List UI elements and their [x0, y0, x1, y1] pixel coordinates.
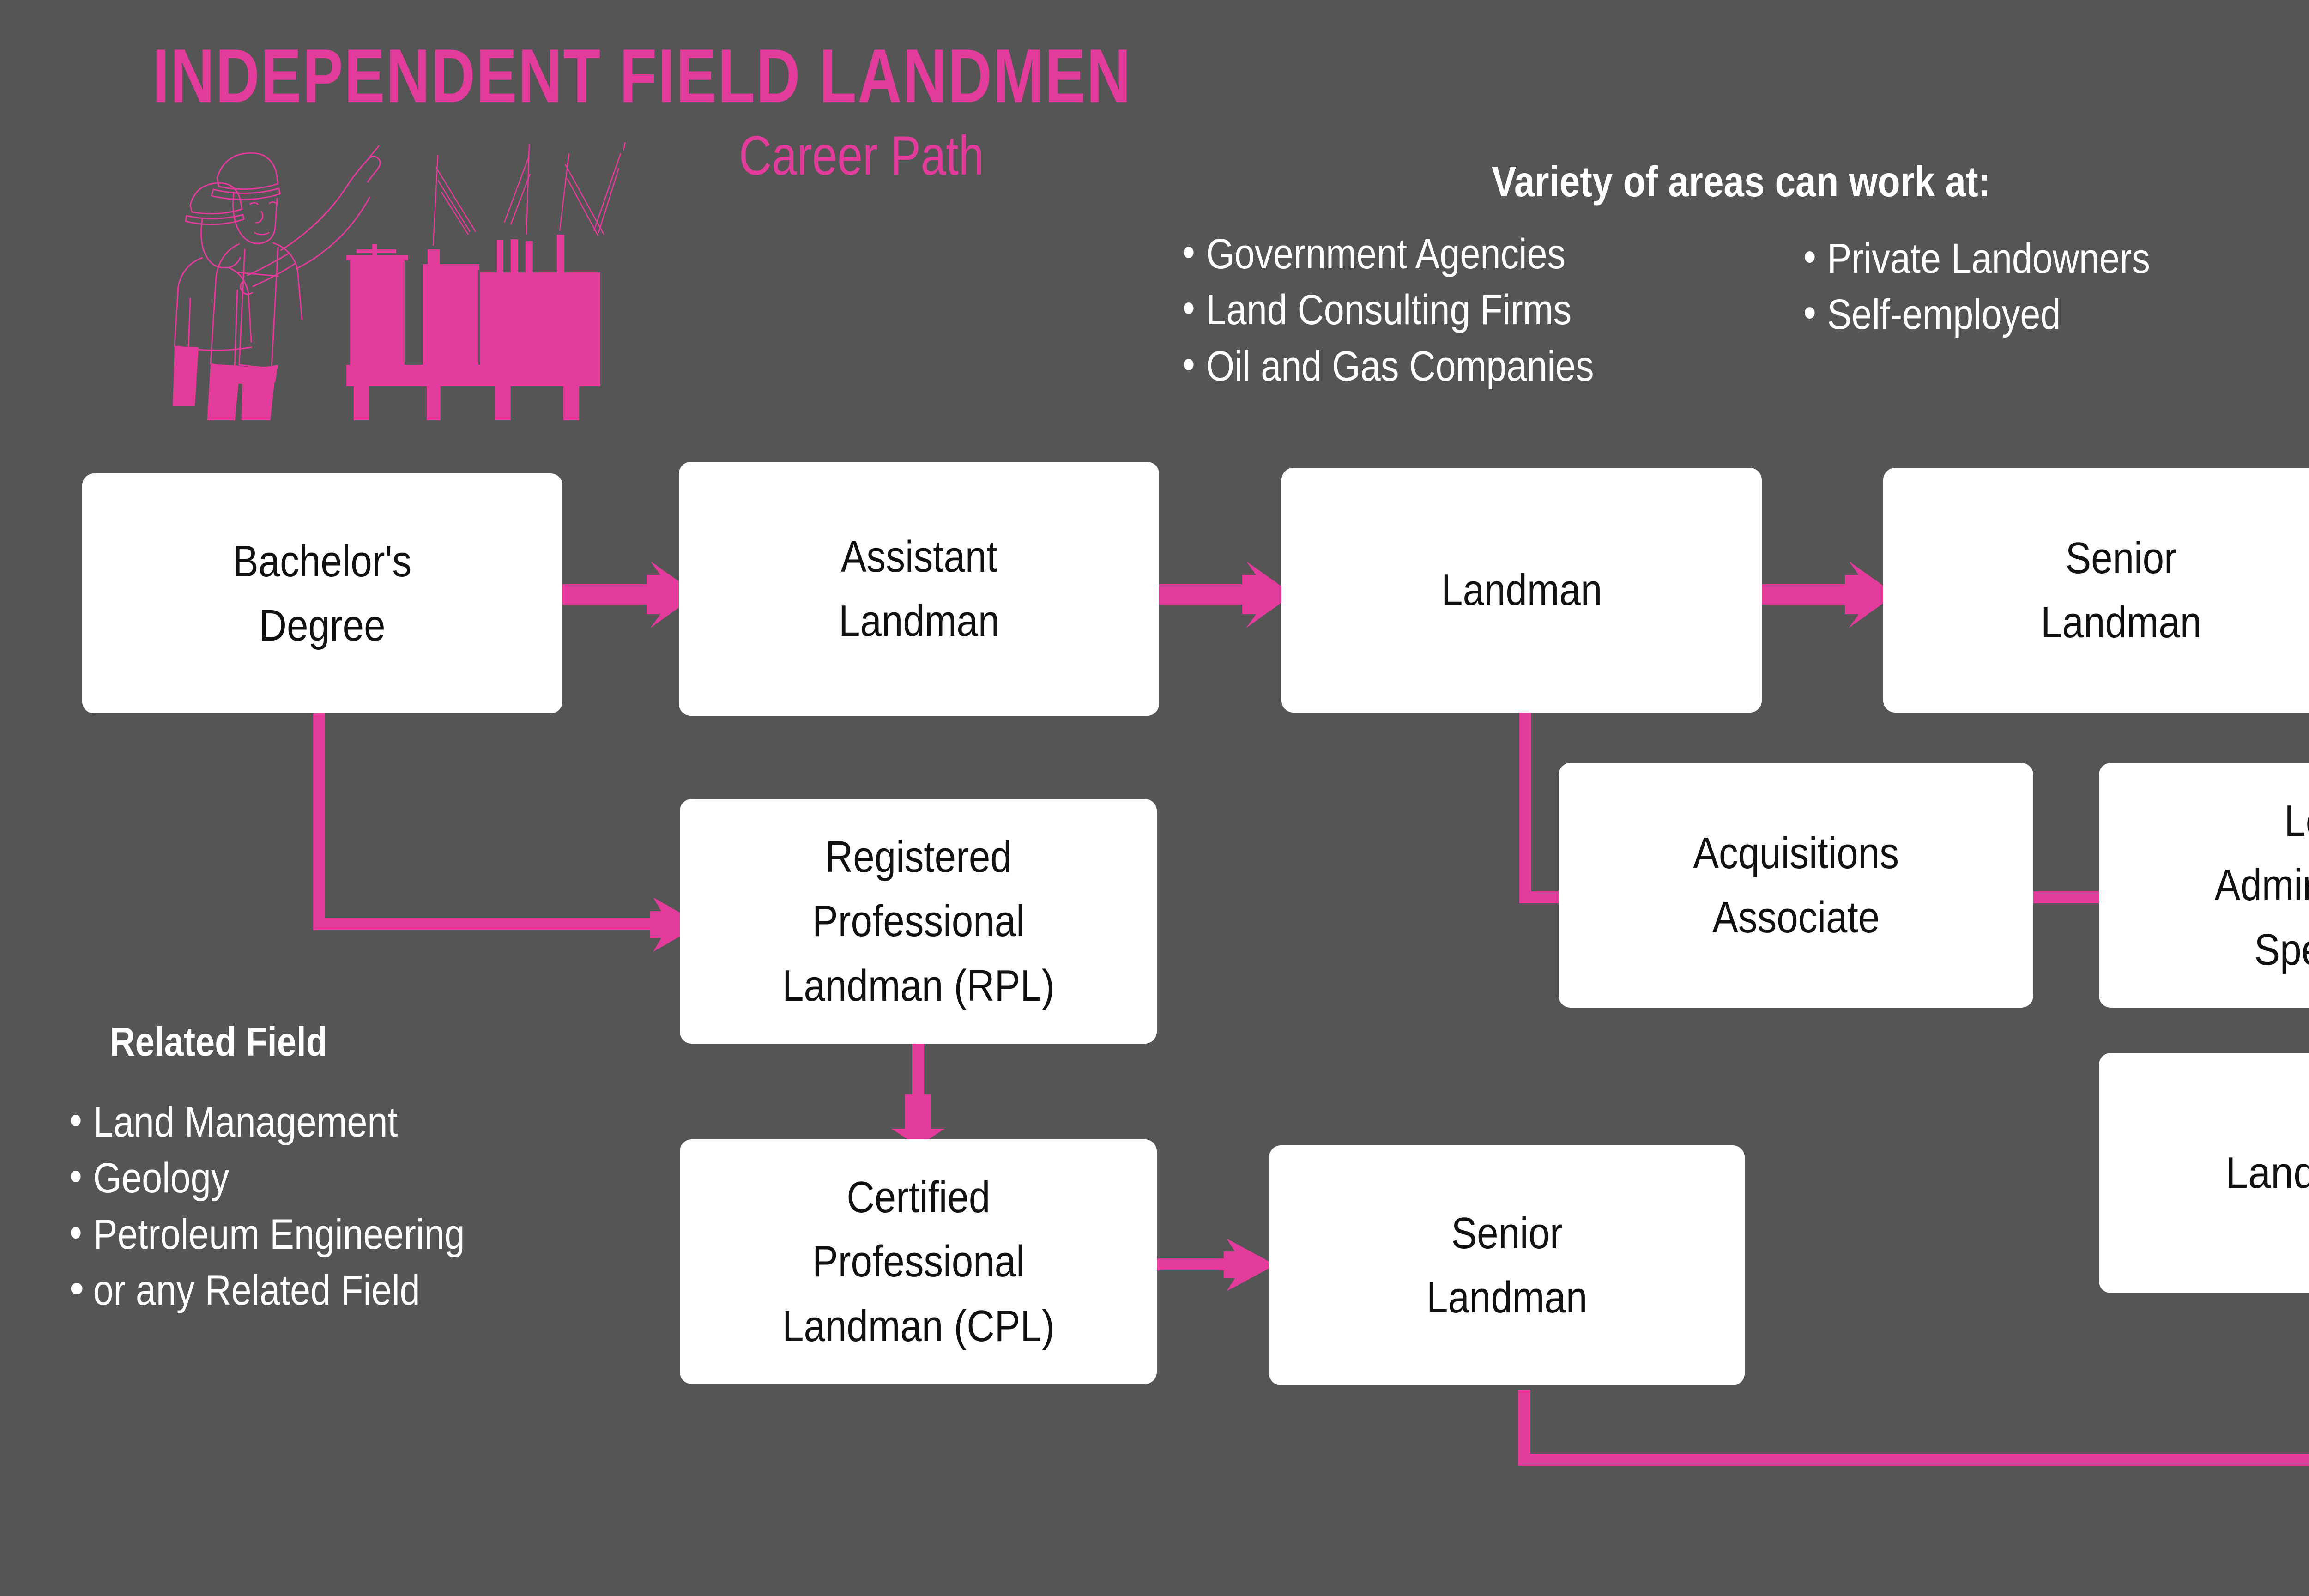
- variety-of-areas-heading: Variety of areas can work at:: [1492, 157, 1991, 206]
- two-field-workers-and-oil-rig-illustration: [148, 134, 642, 507]
- connector-assistant-to-landman: [1157, 584, 1249, 605]
- node-land-broker[interactable]: Land Broker: [2099, 1053, 2309, 1293]
- list-item: Petroleum Engineering: [69, 1205, 465, 1263]
- connector-bachelors-to-assistant: [561, 584, 653, 605]
- arrowhead-down: [891, 1094, 945, 1146]
- return-loop-down-from-senior-landman: [1518, 1390, 1530, 1464]
- variety-list-right: Private Landowners Self-employed: [1803, 229, 2206, 343]
- node-label: Landman: [1441, 565, 1602, 615]
- connector-bachelors-to-rpl: [313, 918, 673, 930]
- list-item: Government Agencies: [1182, 224, 1594, 282]
- page-title: INDEPENDENT FIELD LANDMEN: [152, 33, 1132, 118]
- list-item: Oil and Gas Companies: [1182, 337, 1594, 394]
- return-loop-bottom-horizontal: [1518, 1454, 2309, 1466]
- arrowhead-right: [1242, 561, 1293, 628]
- related-field-list: Land Management Geology Petroleum Engine…: [69, 1093, 529, 1319]
- node-landman[interactable]: Landman: [1281, 468, 1762, 713]
- node-lease-administration-specialist[interactable]: LeaseAdministrationSpecialist: [2099, 763, 2309, 1008]
- list-item: Geology: [69, 1149, 465, 1206]
- connector-acquisitions-to-lease-admin: [2030, 891, 2103, 903]
- variety-list-left: Government Agencies Land Consulting Firm…: [1182, 224, 1661, 394]
- list-item: Land Management: [69, 1093, 465, 1150]
- arrowhead-right: [1845, 561, 1896, 628]
- arrowhead-right: [650, 897, 701, 952]
- related-field-continuation: or any Related Field: [93, 1267, 420, 1314]
- connector-landman-down: [1519, 711, 1531, 896]
- connector-bachelors-down: [313, 711, 325, 928]
- page-subtitle: Career Path: [739, 125, 984, 187]
- list-item: Private Landowners: [1803, 229, 2150, 287]
- connector-landman-to-senior-landman: [1759, 584, 1852, 605]
- node-label: LeaseAdministrationSpecialist: [2214, 796, 2309, 974]
- list-item: Land Consulting Firms: [1182, 280, 1594, 338]
- related-field-heading: Related Field: [110, 1019, 328, 1064]
- list-item: Self-employed: [1803, 285, 2150, 343]
- arrowhead-right: [647, 561, 697, 628]
- node-label: Land Broker: [2225, 1148, 2309, 1198]
- arrowhead-right: [1224, 1239, 1275, 1291]
